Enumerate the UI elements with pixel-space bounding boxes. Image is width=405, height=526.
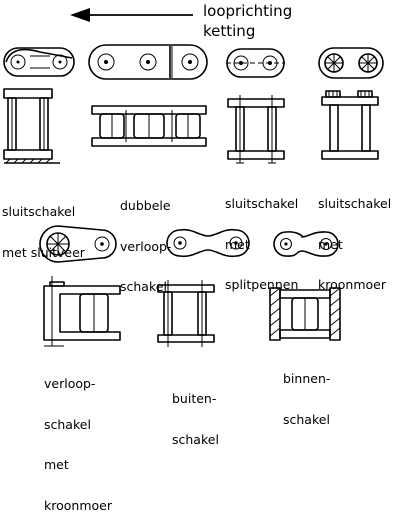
drawing-canvas (3, 8, 384, 347)
inner-link-top-view (273, 231, 339, 257)
offset-link-castle-nut-side-view (43, 276, 121, 347)
direction-label-line1: looprichting (203, 2, 293, 20)
label-outer-link: buiten- schakel (172, 391, 219, 447)
double-offset-link-top-view (88, 44, 208, 80)
inner-link-figure (269, 231, 341, 341)
direction-label-line2: ketting (203, 22, 256, 40)
closing-link-castle-nut-side-view (321, 90, 379, 160)
chain-link-diagram: looprichting ketting sluitschakel met sl… (2, 2, 392, 512)
closing-link-spring-clip-top-view (3, 47, 75, 77)
label-inner-link: binnen- schakel (283, 371, 331, 427)
offset-link-castle-nut-top-view (39, 225, 117, 263)
label-offset-link-castle-nut: verloop- schakel met kroonmoer (44, 376, 112, 513)
double-offset-link-side-view (91, 105, 207, 147)
closing-link-split-pins-top-view (226, 48, 285, 78)
closing-link-spring-clip-figure (3, 47, 75, 164)
label-double-offset-link: dubbele verloop- schakel (120, 198, 172, 294)
inner-link-side-view (269, 287, 341, 341)
label-closing-link-spring-clip: sluitschakel met sluitveer (2, 204, 85, 260)
outer-link-top-view (166, 228, 250, 258)
offset-link-castle-nut-figure (39, 225, 121, 347)
closing-link-split-pins-side-view (227, 95, 285, 164)
outer-link-side-view (157, 280, 215, 347)
direction-arrow (70, 8, 193, 22)
closing-link-spring-clip-side-view (3, 88, 60, 164)
label-closing-link-castle-nut: sluitschakel met kroonmoer (318, 196, 392, 292)
closing-link-castle-nut-figure (318, 47, 384, 160)
double-offset-link-figure (88, 44, 208, 147)
outer-link-figure (157, 228, 250, 347)
label-closing-link-split-pins: sluitschakel met splitpennen (225, 196, 299, 292)
closing-link-split-pins-figure (226, 48, 285, 164)
closing-link-castle-nut-top-view (318, 47, 384, 79)
